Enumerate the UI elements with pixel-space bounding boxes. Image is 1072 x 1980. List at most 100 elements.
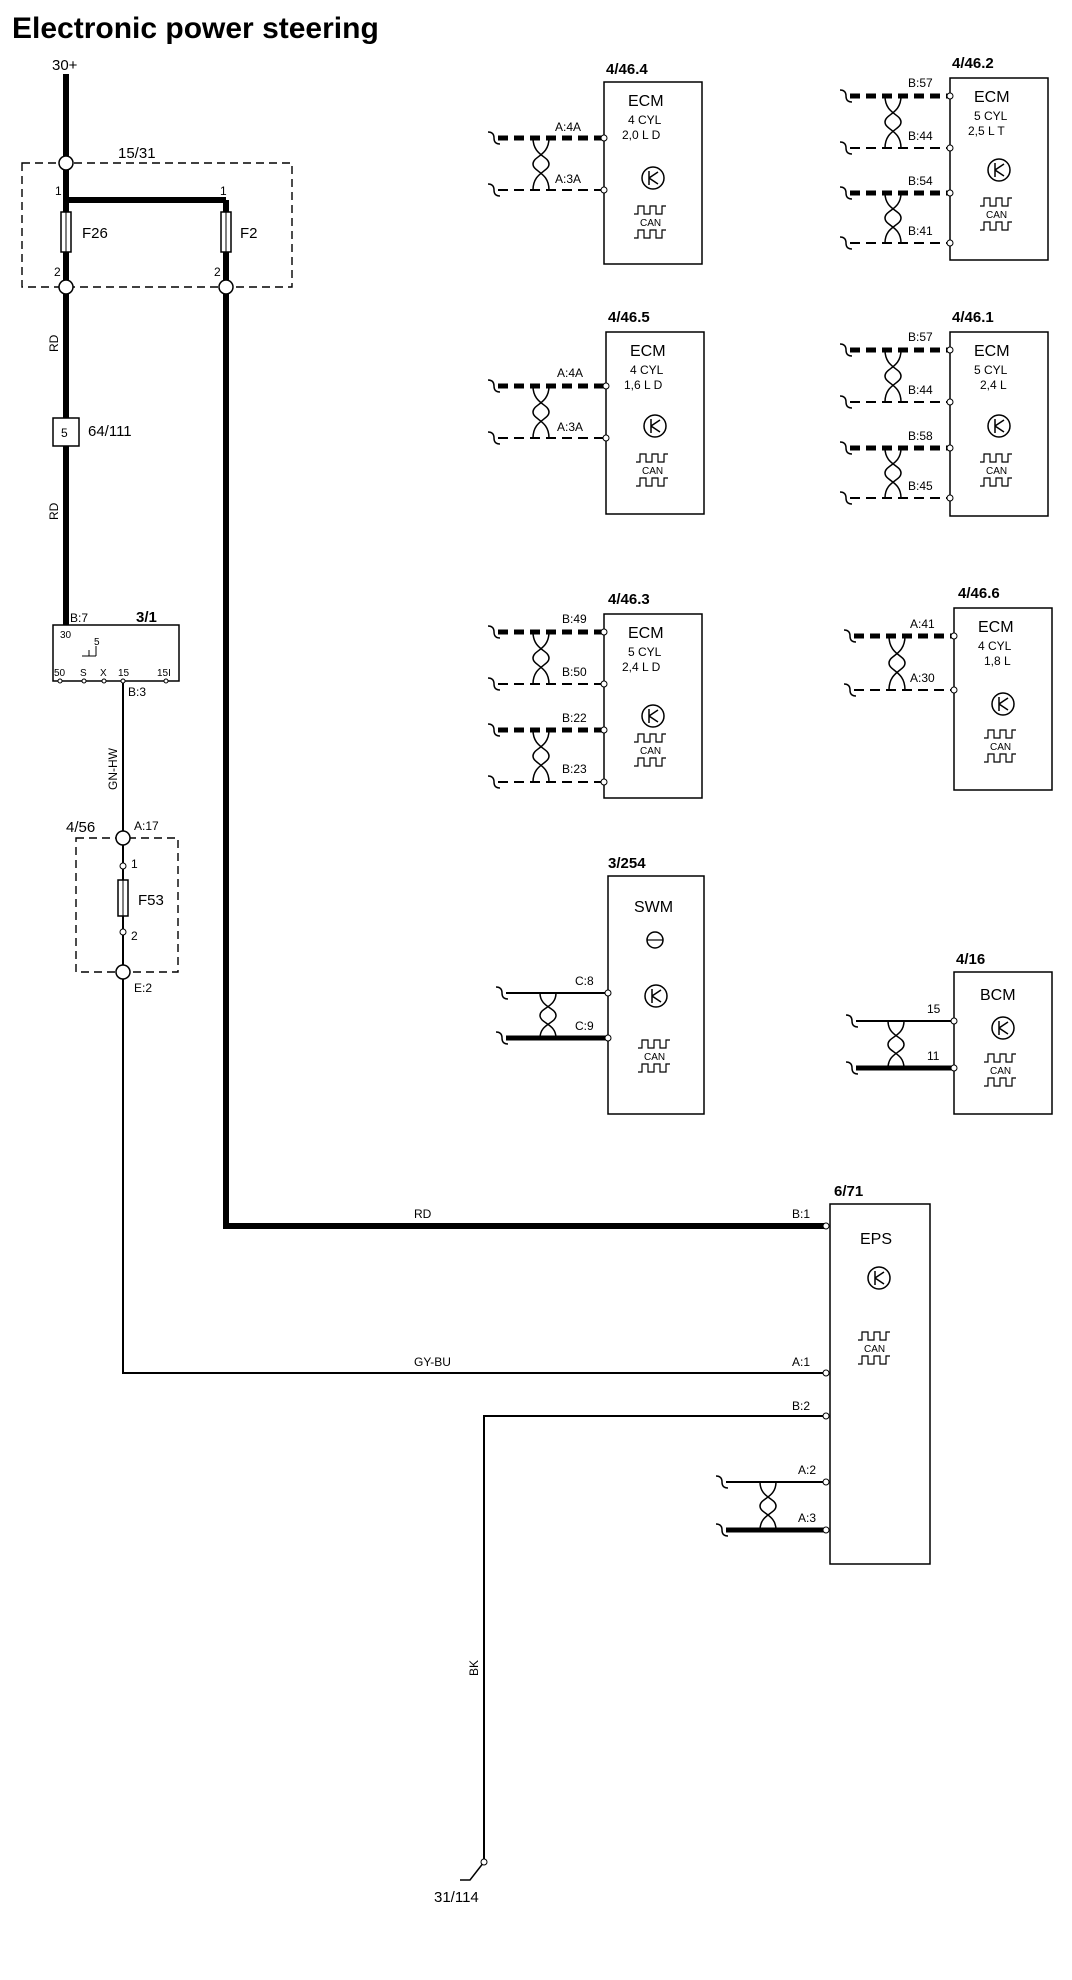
ecm-pin: A:41 [910,617,935,631]
bcm-pin: 11 [927,1049,940,1063]
twisted-pair-icon [539,992,557,1039]
f26-terminal-out[interactable] [58,279,74,295]
ecm-pin: B:44 [908,383,933,397]
f53-pin-2: 2 [131,929,138,943]
pin-terminal [946,239,954,247]
ignition-pin-out: B:3 [128,685,146,699]
twisted-pair-icon [887,1020,905,1069]
ecm-pin: A:3A [557,420,583,434]
connector-64-111 [52,417,80,447]
processor-icon [991,692,1015,716]
can-signal-icon [984,1053,1016,1063]
ecm-line2: 1,6 L D [624,378,663,392]
processor-icon-mark [650,419,661,433]
ecm-line1: 4 CYL [628,113,662,127]
processor-icon-mark [994,419,1005,433]
processor-icon [867,1266,891,1290]
pin-terminal [822,1478,830,1486]
wire-break-icon [843,683,857,697]
can-signal-icon [858,1355,890,1365]
wire-break-icon [487,431,501,445]
can-signal-icon [984,729,1016,739]
ground-switch-icon [460,1861,485,1881]
processor-icon [643,414,667,438]
swm-pin: C:9 [575,1019,594,1033]
processor-icon-mark [998,697,1009,711]
ecm-module-4-46-4: 4/46.4 ECM 4 CYL 2,0 L D A:4A A:3A [555,61,703,265]
can-signal-icon [980,221,1012,231]
wire-break-icon [843,629,857,643]
twisted-pair-icon [884,349,902,403]
pin-terminal [950,686,958,694]
ecm-name: ECM [974,89,1010,106]
ecm-pin: B:45 [908,479,933,493]
fuse-box-terminal-top[interactable] [58,155,74,171]
ecm-pin: B:44 [908,129,933,143]
f53-pin-1: 1 [131,857,138,871]
wire-break-icon [839,491,853,505]
processor-icon [987,414,1011,438]
ecm-line1: 5 CYL [974,109,1008,123]
ecm-pin: B:50 [562,665,587,679]
eps-pin: B:2 [792,1399,810,1413]
rd-wire-label-2: RD [47,502,61,520]
can-label: CAN [644,1052,665,1063]
pin-terminal [600,186,608,194]
ecm-pin: B:54 [908,174,933,188]
twisted-pair-icon [884,95,902,149]
twisted-pair-icon [759,1481,777,1531]
pin-terminal [600,726,608,734]
f2-pin-1: 1 [220,184,227,198]
f2-terminal-out[interactable] [218,279,234,295]
bcm-ref: 4/16 [956,951,985,968]
gy-bu-wire-label: GY-BU [414,1355,451,1369]
f53-terminal-in[interactable] [115,830,131,846]
eps-pin: B:1 [792,1207,810,1221]
gy-bu-wire[interactable] [122,979,826,1374]
pin-terminal [604,1034,612,1042]
wire-break-icon [839,395,853,409]
pin-terminal [600,628,608,636]
ign-ts: S [80,668,87,679]
pin-terminal [822,1526,830,1534]
processor-icon [641,704,665,728]
pin-terminal [602,382,610,390]
wire-break-icon [715,1523,729,1537]
twisted-pair-icon [532,729,550,783]
rd-wire-eps[interactable] [223,294,826,1229]
pin-terminal [600,778,608,786]
pin-terminal [950,632,958,640]
ecm-ref: 4/46.2 [952,55,994,72]
ign-t50: 50 [54,668,66,679]
ecm-ref: 4/46.1 [952,309,994,326]
twisted-pair-icon [884,192,902,244]
ecm-line1: 4 CYL [978,639,1012,653]
swm-module: 3/254 SWM C:8 C:9 [575,855,705,1115]
wire-break-icon [487,131,501,145]
ecm-line2: 2,4 L D [622,660,661,674]
can-signal-icon [634,757,666,767]
f53-pin-out: E:2 [134,981,152,995]
pin-terminal [600,134,608,142]
can-signal-icon [634,733,666,743]
can-signal-icon [984,1077,1016,1087]
eps-pin: A:2 [798,1463,816,1477]
can-label: CAN [864,1344,885,1355]
ecm-pin: B:41 [908,224,933,238]
twisted-pair-icon [884,95,902,149]
twisted-pair-icon [884,447,902,499]
ignition-pin-in: B:7 [70,611,88,625]
fuse-box-15-31 [21,162,293,288]
twisted-pair-icon [532,137,550,191]
ecm-pin: B:23 [562,762,587,776]
can-signal-icon [634,229,666,239]
wire-break-icon [839,343,853,357]
can-signal-icon [636,477,668,487]
bk-wire[interactable] [483,1415,826,1862]
pin-terminal [950,1017,958,1025]
processor-icon-mark [994,163,1005,177]
rd-wire-label-1: RD [47,334,61,352]
can-label: CAN [990,1066,1011,1077]
f53-terminal-out[interactable] [115,964,131,980]
